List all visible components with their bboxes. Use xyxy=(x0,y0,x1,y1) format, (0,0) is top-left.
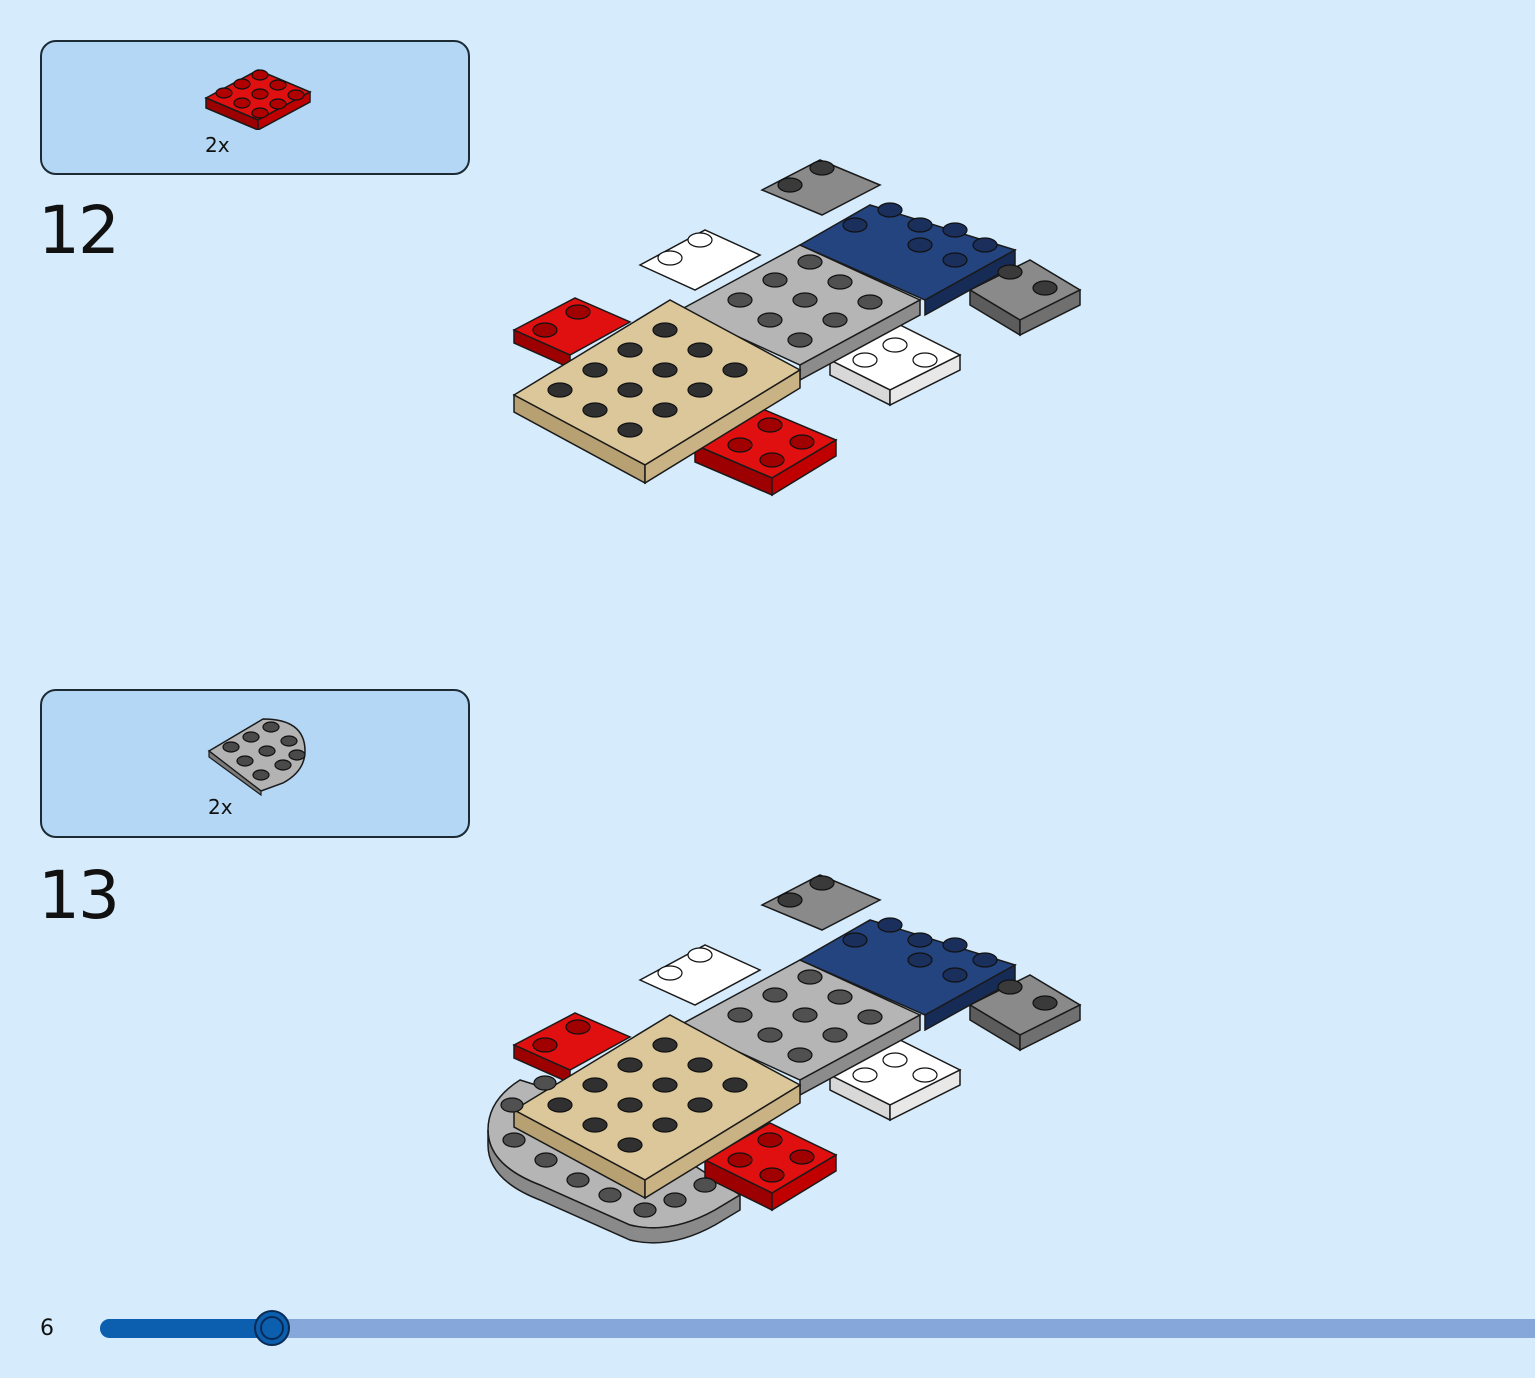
parts-callout-step-13: 2x xyxy=(40,689,470,838)
red-2x3-plate-icon xyxy=(204,69,312,130)
step-number: 12 xyxy=(38,192,120,269)
part-quantity: 2x xyxy=(208,795,233,819)
assembled-model-step-13-icon xyxy=(487,874,1082,1244)
progress-bar-fill xyxy=(100,1319,272,1338)
gray-3x3-round-corner-plate-icon xyxy=(207,718,306,796)
page-number: 6 xyxy=(40,1316,54,1341)
parts-callout-step-12: 2x xyxy=(40,40,470,175)
assembled-model-step-12-icon xyxy=(512,159,1082,497)
step-number: 13 xyxy=(38,857,120,934)
part-quantity: 2x xyxy=(205,133,230,157)
progress-indicator-icon xyxy=(254,1310,290,1346)
progress-bar xyxy=(100,1319,1535,1338)
